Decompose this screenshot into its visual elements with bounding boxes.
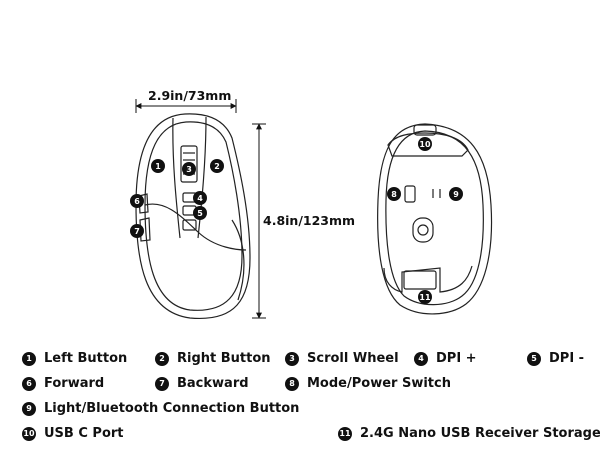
svg-text:7: 7 [134,227,140,236]
mouse-bottom-outline [377,123,493,315]
scroll-wheel-shape [180,145,198,183]
svg-text:5: 5 [197,209,203,218]
side-grip-curve [231,219,245,301]
legend-badge: 8 [285,376,299,391]
mouse-diagram: 2.9in/73mm 4.8in/123mm 1 2 3 [130,88,493,320]
legend-badge: 6 [22,376,36,391]
legend-badge: 5 [527,351,541,366]
callout-11: 11 [418,290,432,304]
mouse-bottom-view [377,123,493,315]
legend-label: Backward [177,376,249,391]
legend-item-dpi-plus: 4 DPI + [414,351,477,366]
svg-text:10: 10 [419,140,431,149]
callout-1: 1 [151,159,165,173]
svg-text:4: 4 [197,194,203,203]
legend-item-right-button: 2 Right Button [155,351,271,366]
legend-item-left-button: 1 Left Button [22,351,127,366]
legend-item-receiver-storage: 11 2.4G Nano USB Receiver Storage [338,426,600,441]
svg-text:11: 11 [419,293,431,302]
right-button-seam [197,116,207,239]
legend-label: DPI - [549,351,585,366]
callout-8: 8 [387,187,401,201]
svg-text:2: 2 [214,162,220,171]
callout-9: 9 [449,187,463,201]
mouse-top-inner-outline [144,121,243,311]
svg-text:8: 8 [391,190,397,199]
legend-item-backward: 7 Backward [155,376,249,391]
legend-item-mode-power-switch: 8 Mode/Power Switch [285,376,451,391]
callout-10: 10 [418,137,432,151]
legend-label: Scroll Wheel [307,351,399,366]
callout-badges: 1 2 3 4 5 6 7 8 [130,137,463,304]
width-label: 2.9in/73mm [148,88,231,103]
legend-item-light-bluetooth-button: 9 Light/Bluetooth Connection Button [22,401,299,416]
legend: 1 Left Button 2 Right Button 3 Scroll Wh… [0,340,600,450]
mouse-top-outline [135,113,251,320]
legend-label: DPI + [436,351,477,366]
callout-5: 5 [193,206,207,220]
legend-badge: 4 [414,351,428,366]
legend-item-forward: 6 Forward [22,376,104,391]
mode-switch-shape [404,185,416,203]
callout-3: 3 [182,162,196,176]
legend-item-dpi-minus: 5 DPI - [527,351,584,366]
legend-badge: 7 [155,376,169,391]
sensor-window [412,217,434,243]
svg-text:6: 6 [134,197,140,206]
legend-badge: 2 [155,351,169,366]
mouse-top-view [135,113,251,320]
legend-label: Right Button [177,351,271,366]
legend-item-scroll-wheel: 3 Scroll Wheel [285,351,399,366]
legend-badge: 1 [22,351,36,366]
legend-badge: 9 [22,401,36,416]
left-button-seam [172,117,181,239]
button-lower-curve [144,203,247,251]
legend-badge: 11 [338,426,352,441]
callout-2: 2 [210,159,224,173]
receiver-storage-shape [403,270,437,290]
legend-label: Light/Bluetooth Connection Button [44,401,300,416]
legend-item-usb-c-port: 10 USB C Port [22,426,124,441]
callout-6: 6 [130,194,144,208]
svg-text:3: 3 [186,165,192,174]
legend-badge: 3 [285,351,299,366]
svg-text:9: 9 [453,190,459,199]
legend-label: 2.4G Nano USB Receiver Storage [360,426,600,441]
callout-7: 7 [130,224,144,238]
top-glide-pad [387,132,469,157]
height-dimension: 4.8in/123mm [252,123,355,319]
legend-badge: 10 [22,426,36,441]
mouse-bottom-inner-outline [385,130,484,306]
svg-text:1: 1 [155,162,161,171]
legend-label: USB C Port [44,426,124,441]
legend-label: Left Button [44,351,128,366]
height-label: 4.8in/123mm [263,213,355,228]
callout-4: 4 [193,191,207,205]
legend-label: Forward [44,376,105,391]
bottom-glide-pad [383,265,473,293]
legend-label: Mode/Power Switch [307,376,451,391]
center-lower-shape [182,219,197,231]
usb-c-port-shape [413,124,437,136]
width-dimension: 2.9in/73mm [135,88,237,113]
